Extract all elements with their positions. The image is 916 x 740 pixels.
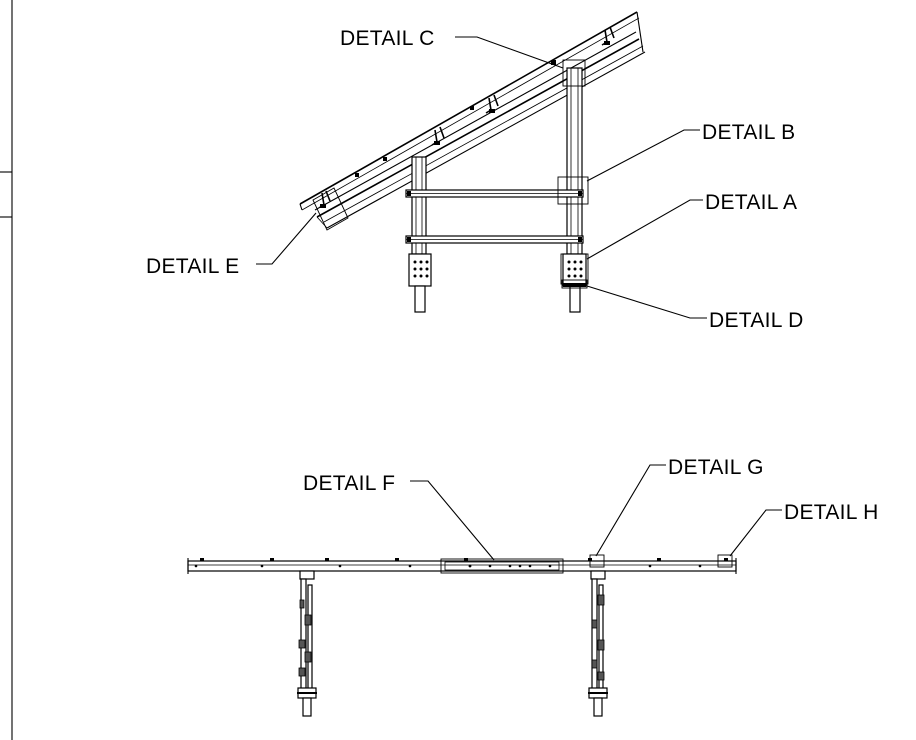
callout-detail-e: DETAIL E xyxy=(146,255,239,278)
callout-detail-d: DETAIL D xyxy=(709,309,804,332)
front-view: DETAIL F DETAIL G DETAIL H xyxy=(187,456,879,717)
tilted-rails xyxy=(299,11,646,229)
rail-clamps xyxy=(319,26,615,208)
right-support-leg xyxy=(588,570,608,717)
callout-detail-a: DETAIL A xyxy=(705,191,797,214)
cross-members xyxy=(405,189,584,244)
rail-splice xyxy=(440,558,564,574)
callout-detail-c: DETAIL C xyxy=(340,27,435,50)
detail-c-box xyxy=(562,59,586,87)
rear-post xyxy=(562,67,587,313)
drawing-frame xyxy=(0,0,13,740)
front-post xyxy=(408,156,432,313)
front-leaders xyxy=(410,464,782,561)
detail-h-box xyxy=(717,554,733,568)
detail-boxes xyxy=(312,59,589,289)
side-view: DETAIL C DETAIL B DETAIL A DETAIL E DETA… xyxy=(146,11,804,332)
callout-detail-h: DETAIL H xyxy=(784,501,879,524)
main-rail xyxy=(187,558,737,574)
detail-b-box xyxy=(557,176,589,205)
left-support-leg xyxy=(297,570,317,717)
side-leaders xyxy=(256,36,707,319)
detail-a-box xyxy=(560,253,589,285)
detail-d-box xyxy=(561,279,588,289)
callout-detail-f: DETAIL F xyxy=(303,472,395,495)
detail-f-box xyxy=(440,558,564,574)
callout-detail-b: DETAIL B xyxy=(702,121,795,144)
callout-detail-g: DETAIL G xyxy=(668,456,764,479)
detail-e-box xyxy=(312,187,349,231)
